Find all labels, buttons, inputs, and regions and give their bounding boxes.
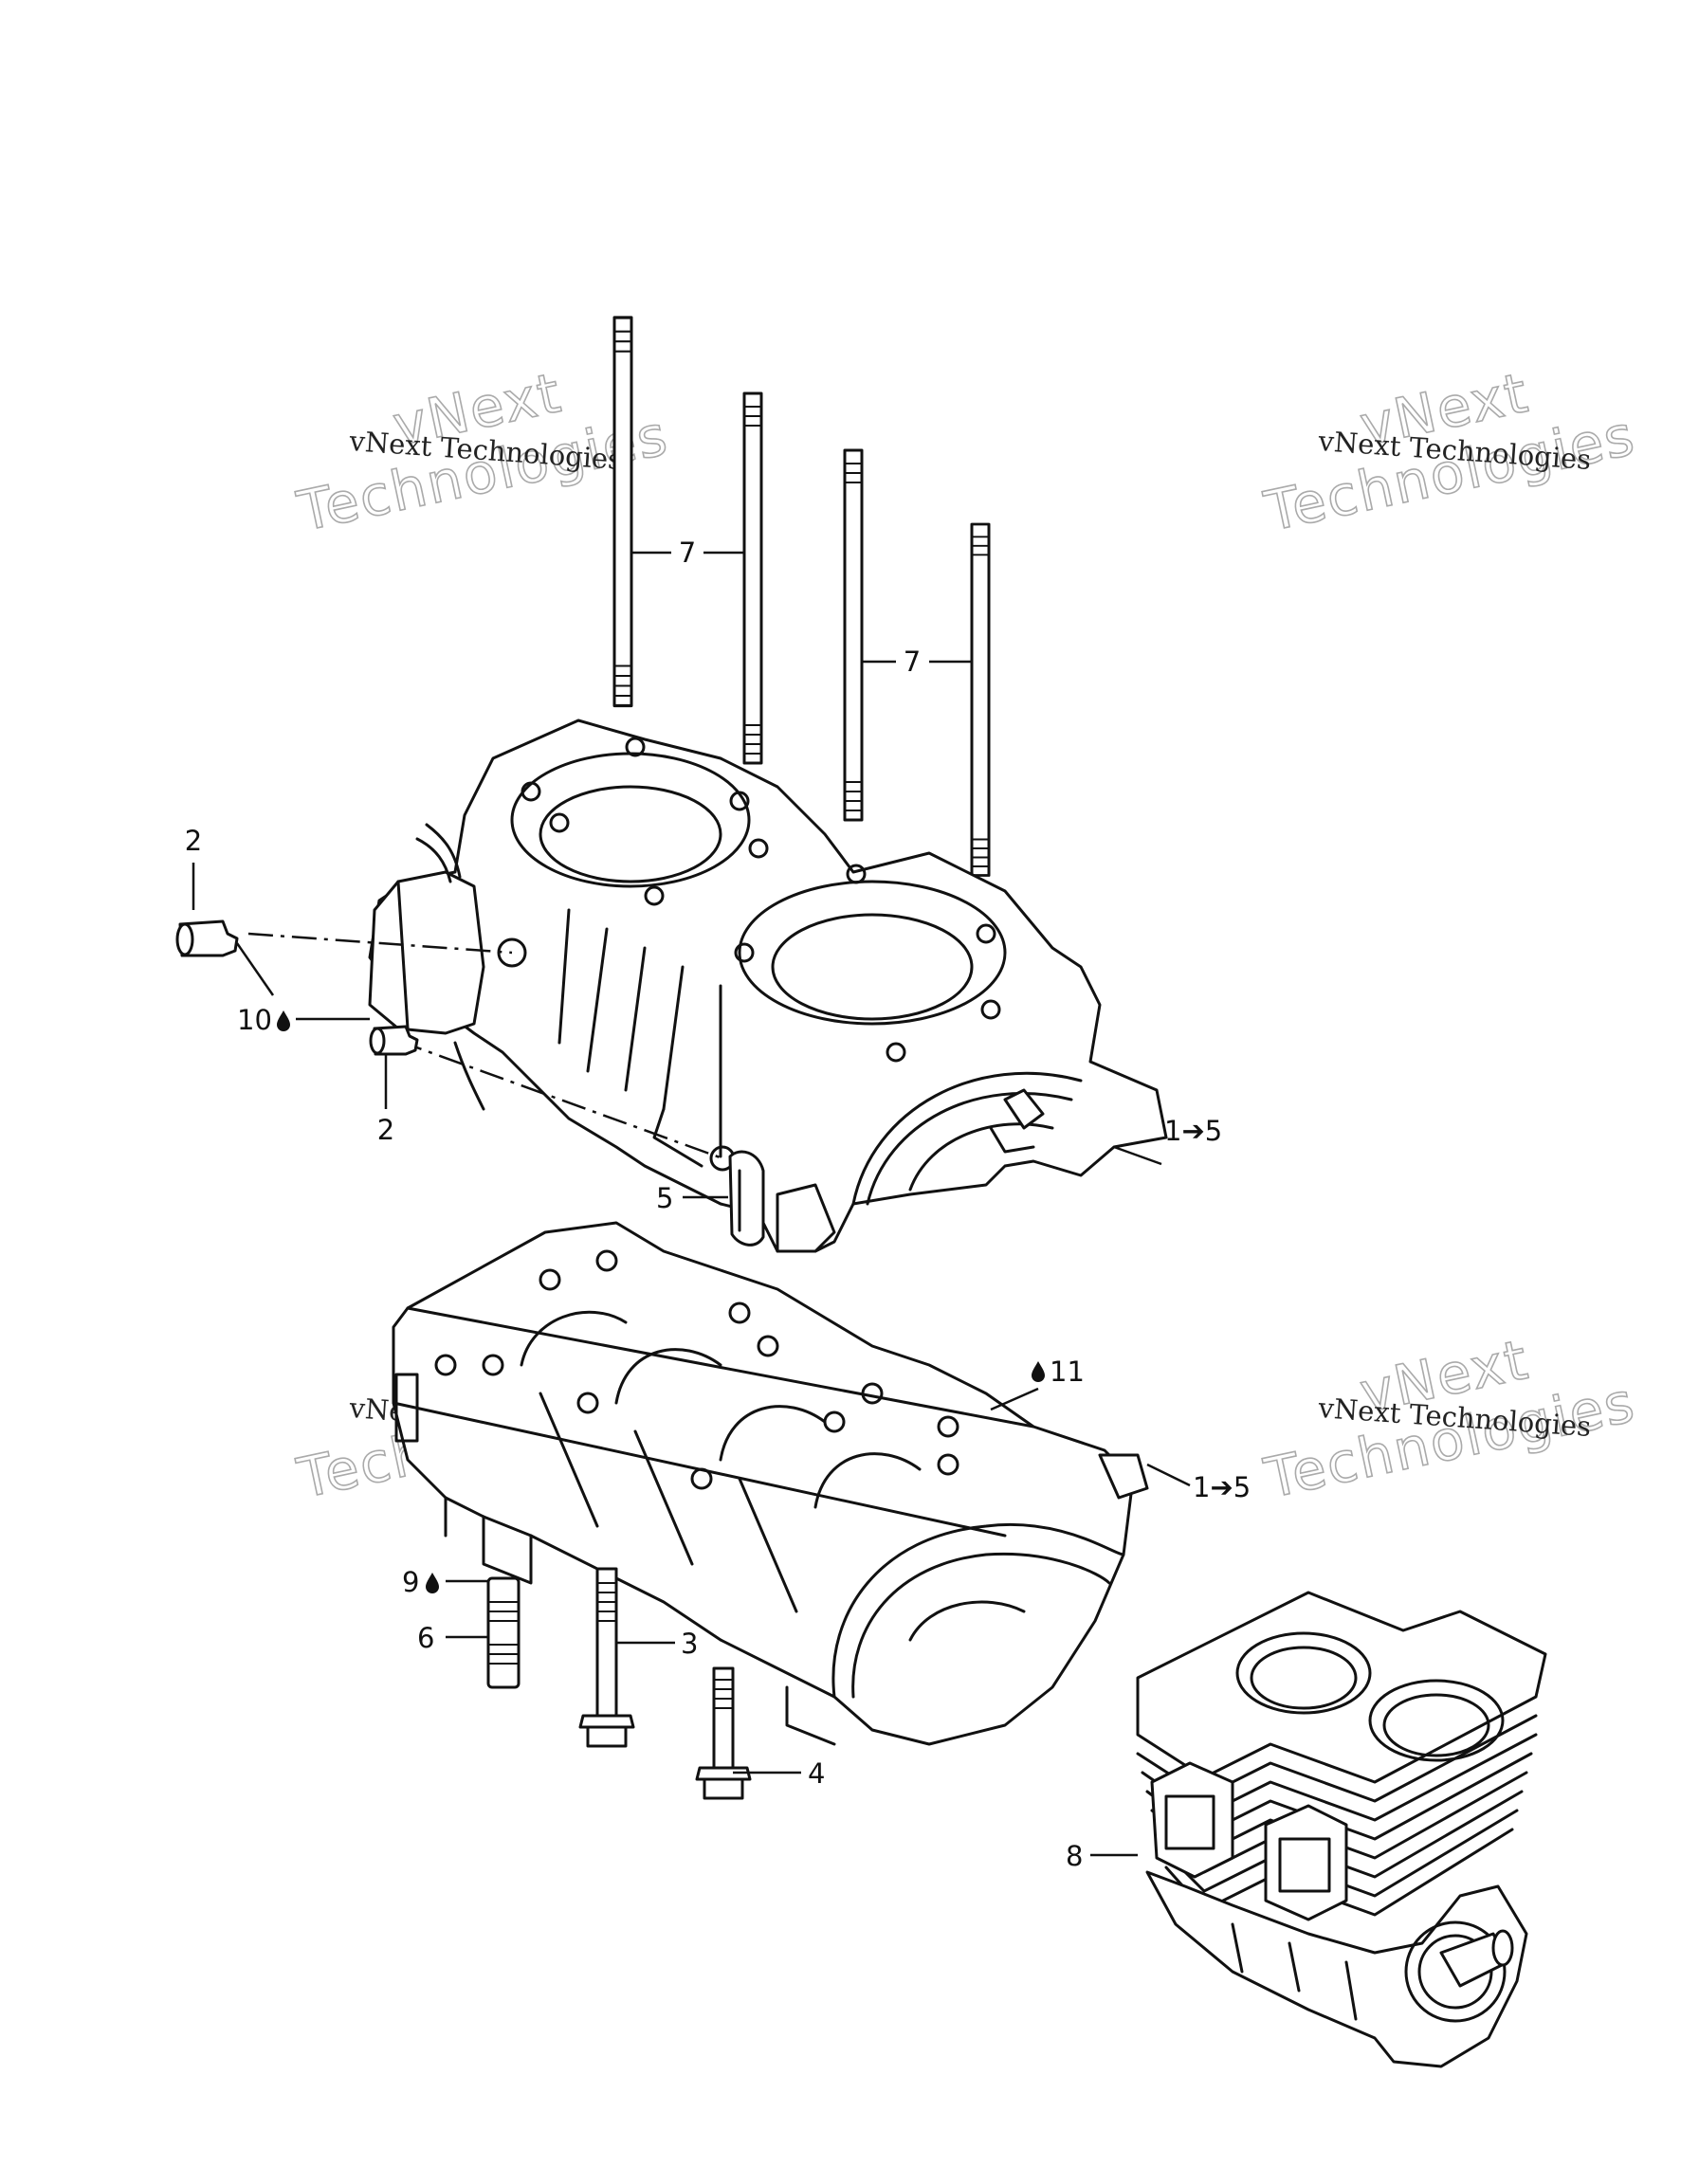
cylinder-stud bbox=[970, 522, 991, 877]
cylinder-stud bbox=[742, 391, 763, 765]
drop-icon bbox=[426, 1573, 439, 1593]
alignment-line bbox=[397, 1039, 723, 1160]
callout-1-5-upper: 1➔5 bbox=[1164, 1115, 1222, 1147]
stud-short bbox=[486, 1576, 521, 1689]
assembled-engine bbox=[1136, 1591, 1547, 2068]
cylinder-stud bbox=[843, 448, 864, 822]
callout-2-upper: 2 bbox=[185, 825, 202, 857]
lower-crankcase-half bbox=[392, 1221, 1149, 1746]
callout-7-top: 7 bbox=[679, 537, 696, 569]
callout-5: 5 bbox=[656, 1182, 673, 1214]
callout-3: 3 bbox=[681, 1628, 698, 1660]
callout-10: 10 bbox=[237, 1004, 272, 1036]
bearing-shell bbox=[728, 1150, 765, 1247]
watermark-mid-right: vNext Technologies vNext Technologies bbox=[1258, 1326, 1642, 1512]
drop-icon bbox=[1032, 1361, 1045, 1382]
callout-6: 6 bbox=[417, 1622, 434, 1654]
flange-bolt-short bbox=[695, 1666, 752, 1800]
callout-8: 8 bbox=[1066, 1840, 1083, 1872]
upper-crankcase-half bbox=[368, 719, 1168, 1253]
plug-upper bbox=[175, 919, 239, 957]
callout-7-lower: 7 bbox=[904, 646, 921, 678]
cylinder-stud bbox=[612, 316, 633, 708]
flange-bolt-long bbox=[578, 1567, 635, 1748]
drop-icon bbox=[277, 1010, 290, 1031]
callout-labels: 7 7 2 2 10 1➔5 5 11 1➔5 9 6 3 4 8 bbox=[185, 537, 1251, 1872]
callout-4: 4 bbox=[808, 1757, 825, 1790]
callout-2-lower: 2 bbox=[377, 1114, 394, 1146]
leader-lines bbox=[192, 551, 1191, 1857]
callout-1-5-lower: 1➔5 bbox=[1193, 1471, 1251, 1503]
callout-11: 11 bbox=[1050, 1356, 1085, 1388]
watermark-top-right: vNext Technologies vNext Technologies bbox=[1258, 359, 1642, 545]
alignment-line bbox=[247, 932, 513, 955]
plug-lower bbox=[369, 1025, 419, 1056]
callout-9: 9 bbox=[402, 1566, 419, 1598]
